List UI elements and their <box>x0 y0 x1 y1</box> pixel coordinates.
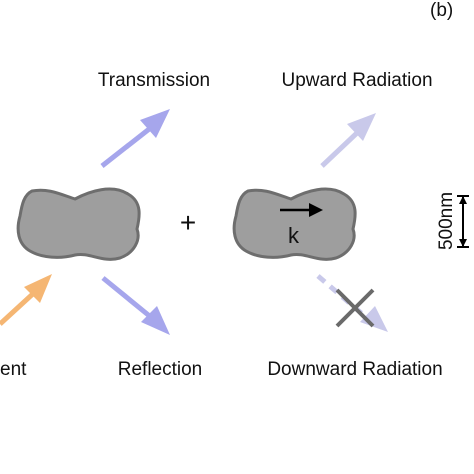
incident-label: ent <box>0 359 27 380</box>
particle-left <box>16 187 141 261</box>
transmission-label: Transmission <box>98 70 210 91</box>
reflection-label: Reflection <box>118 359 203 380</box>
downward-radiation-label: Downward Radiation <box>267 359 442 380</box>
plus-sign: + <box>180 207 196 238</box>
cross-mark-icon <box>335 288 375 328</box>
wavevector-label: k <box>288 223 300 248</box>
scale-label: 500nm <box>436 192 457 250</box>
transmission-arrow <box>100 109 170 168</box>
upward-radiation-arrow <box>320 113 376 168</box>
particle-right <box>232 187 357 261</box>
reflection-arrow <box>101 276 170 335</box>
scale-bar <box>457 195 469 248</box>
wavevector-arrow <box>280 203 323 217</box>
upward-radiation-label: Upward Radiation <box>281 70 432 91</box>
incident-arrow <box>0 274 52 326</box>
panel-label: (b) <box>430 0 453 21</box>
